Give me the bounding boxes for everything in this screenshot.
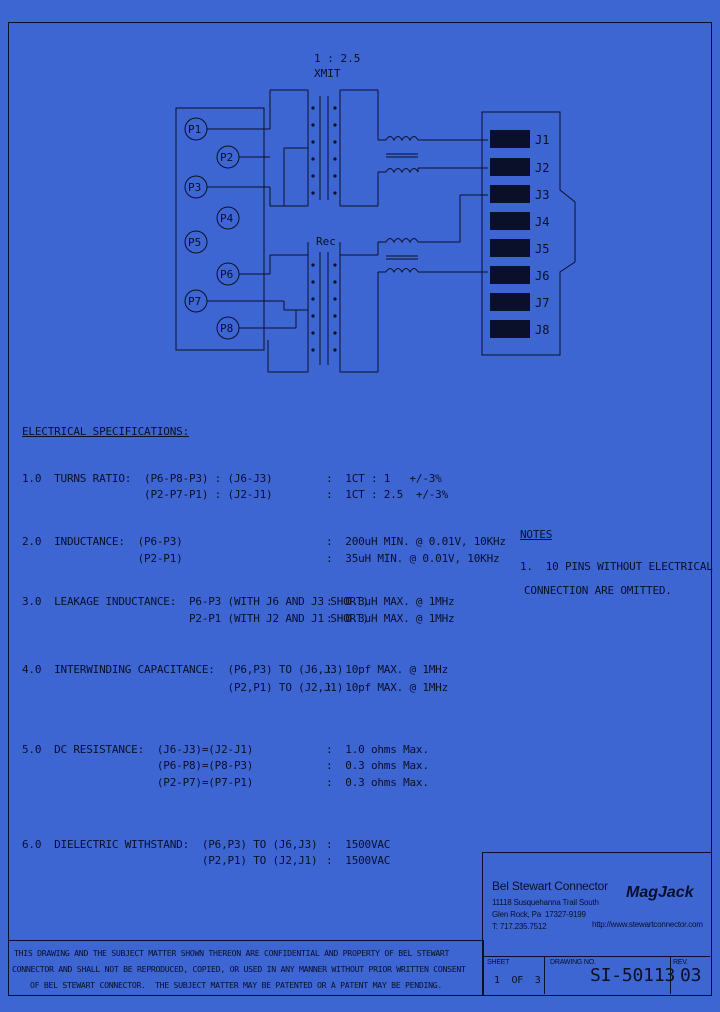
company-address-2: Glen Rock, Pa 17327-9199 (492, 910, 586, 919)
pin-j7-label: J7 (535, 296, 549, 310)
spec-3b-value: : 0.3uH MAX. @ 1MHz (326, 612, 455, 625)
spec-2b-value: : 35uH MIN. @ 0.01V, 10KHz (326, 552, 500, 565)
sheet-value: 1 OF 3 (494, 975, 541, 986)
spec-3b-label: P2-P1 (WITH J2 AND J1 SHORT) (22, 612, 369, 625)
spec-4a-value: : 10pf MAX. @ 1MHz (326, 663, 449, 676)
spec-6b-label: (P2,P1) TO (J2,J1) (22, 854, 318, 867)
company-name: Bel Stewart Connector (492, 879, 608, 893)
drawing-number-label: DRAWING NO. (550, 959, 596, 966)
spec-4b-value: : 10pf MAX. @ 1MHz (326, 681, 449, 694)
notes-line-2: CONNECTION ARE OMITTED. (524, 584, 672, 597)
spec-1a-label: 1.0 TURNS RATIO: (P6-P8-P3) : (J6-J3) (22, 472, 273, 485)
rev-value: 03 (680, 965, 702, 986)
spec-6b-value: : 1500VAC (326, 854, 391, 867)
spec-4b-label: (P2,P1) TO (J2,J1) (22, 681, 344, 694)
spec-2b-label: (P2-P1) (22, 552, 183, 565)
rev-label: REV. (673, 959, 688, 966)
spec-3a-value: : 0.3uH MAX. @ 1MHz (326, 595, 455, 608)
pin-p6-label: P6 (220, 268, 233, 281)
spec-5a-label: 5.0 DC RESISTANCE: (J6-J3)=(J2-J1) (22, 743, 254, 756)
pin-p3-label: P3 (188, 181, 201, 194)
magjack-logo: MagJack (626, 884, 694, 901)
xmit-label: XMIT (314, 67, 341, 80)
pin-p8-label: P8 (220, 322, 233, 335)
schematic-diagram: 1 : 2.5 XMIT Rec P1 P2 P3 P4 P5 P6 P7 P8… (175, 52, 576, 373)
notes-line-1: 1. 10 PINS WITHOUT ELECTRICAL (520, 560, 713, 573)
pin-p4-label: P4 (220, 212, 234, 225)
spec-5c-label: (P2-P7)=(P7-P1) (22, 776, 254, 789)
company-url: http://www.stewartconnector.com (592, 920, 703, 929)
spec-1b-label: (P2-P7-P1) : (J2-J1) (22, 488, 273, 501)
company-phone: T: 717.235.7512 (492, 922, 547, 931)
pin-j5-label: J5 (535, 242, 549, 256)
title-block (482, 852, 712, 996)
disclaimer-line-3: OF BEL STEWART CONNECTOR. THE SUBJECT MA… (30, 980, 443, 990)
pin-j6-label: J6 (535, 269, 549, 283)
spec-2a-value: : 200uH MIN. @ 0.01V, 10KHz (326, 535, 506, 548)
pin-j1-label: J1 (535, 133, 549, 147)
spec-5a-value: : 1.0 ohms Max. (326, 743, 429, 756)
pin-p5-label: P5 (188, 236, 201, 249)
spec-4a-label: 4.0 INTERWINDING CAPACITANCE: (P6,P3) TO… (22, 663, 344, 676)
pin-j2-label: J2 (535, 161, 549, 175)
title-block-divider-3 (670, 956, 671, 994)
spec-5b-value: : 0.3 ohms Max. (326, 759, 429, 772)
pin-p1-label: P1 (188, 123, 201, 136)
pin-j4-label: J4 (535, 215, 549, 229)
pin-j8-label: J8 (535, 323, 549, 337)
disclaimer-line-1: THIS DRAWING AND THE SUBJECT MATTER SHOW… (14, 948, 450, 958)
spec-3a-label: 3.0 LEAKAGE INDUCTANCE: P6-P3 (WITH J6 A… (22, 595, 369, 608)
sheet-label: SHEET (487, 959, 510, 966)
pin-p2-label: P2 (220, 151, 233, 164)
company-address-1: 11118 Susquehanna Trail South (492, 898, 599, 907)
spec-6a-value: : 1500VAC (326, 838, 391, 851)
disclaimer-box (8, 940, 484, 996)
disclaimer-line-2: CONNECTOR AND SHALL NOT BE REPRODUCED, C… (12, 964, 466, 974)
title-block-divider (482, 956, 710, 957)
spec-1b-value: : 1CT : 2.5 +/-3% (326, 488, 449, 501)
spec-1a-value: : 1CT : 1 +/-3% (326, 472, 442, 485)
spec-2a-label: 2.0 INDUCTANCE: (P6-P3) (22, 535, 183, 548)
turns-ratio-label: 1 : 2.5 (314, 52, 360, 65)
rec-label: Rec (316, 235, 336, 248)
specs-title: ELECTRICAL SPECIFICATIONS: (22, 425, 189, 438)
notes-title: NOTES (520, 528, 553, 541)
spec-6a-label: 6.0 DIELECTRIC WITHSTAND: (P6,P3) TO (J6… (22, 838, 318, 851)
pin-j3-label: J3 (535, 188, 549, 202)
spec-5b-label: (P6-P8)=(P8-P3) (22, 759, 254, 772)
drawing-number-value: SI-50113 (590, 965, 676, 986)
pin-p7-label: P7 (188, 295, 201, 308)
title-block-divider-2 (544, 956, 545, 994)
spec-5c-value: : 0.3 ohms Max. (326, 776, 429, 789)
